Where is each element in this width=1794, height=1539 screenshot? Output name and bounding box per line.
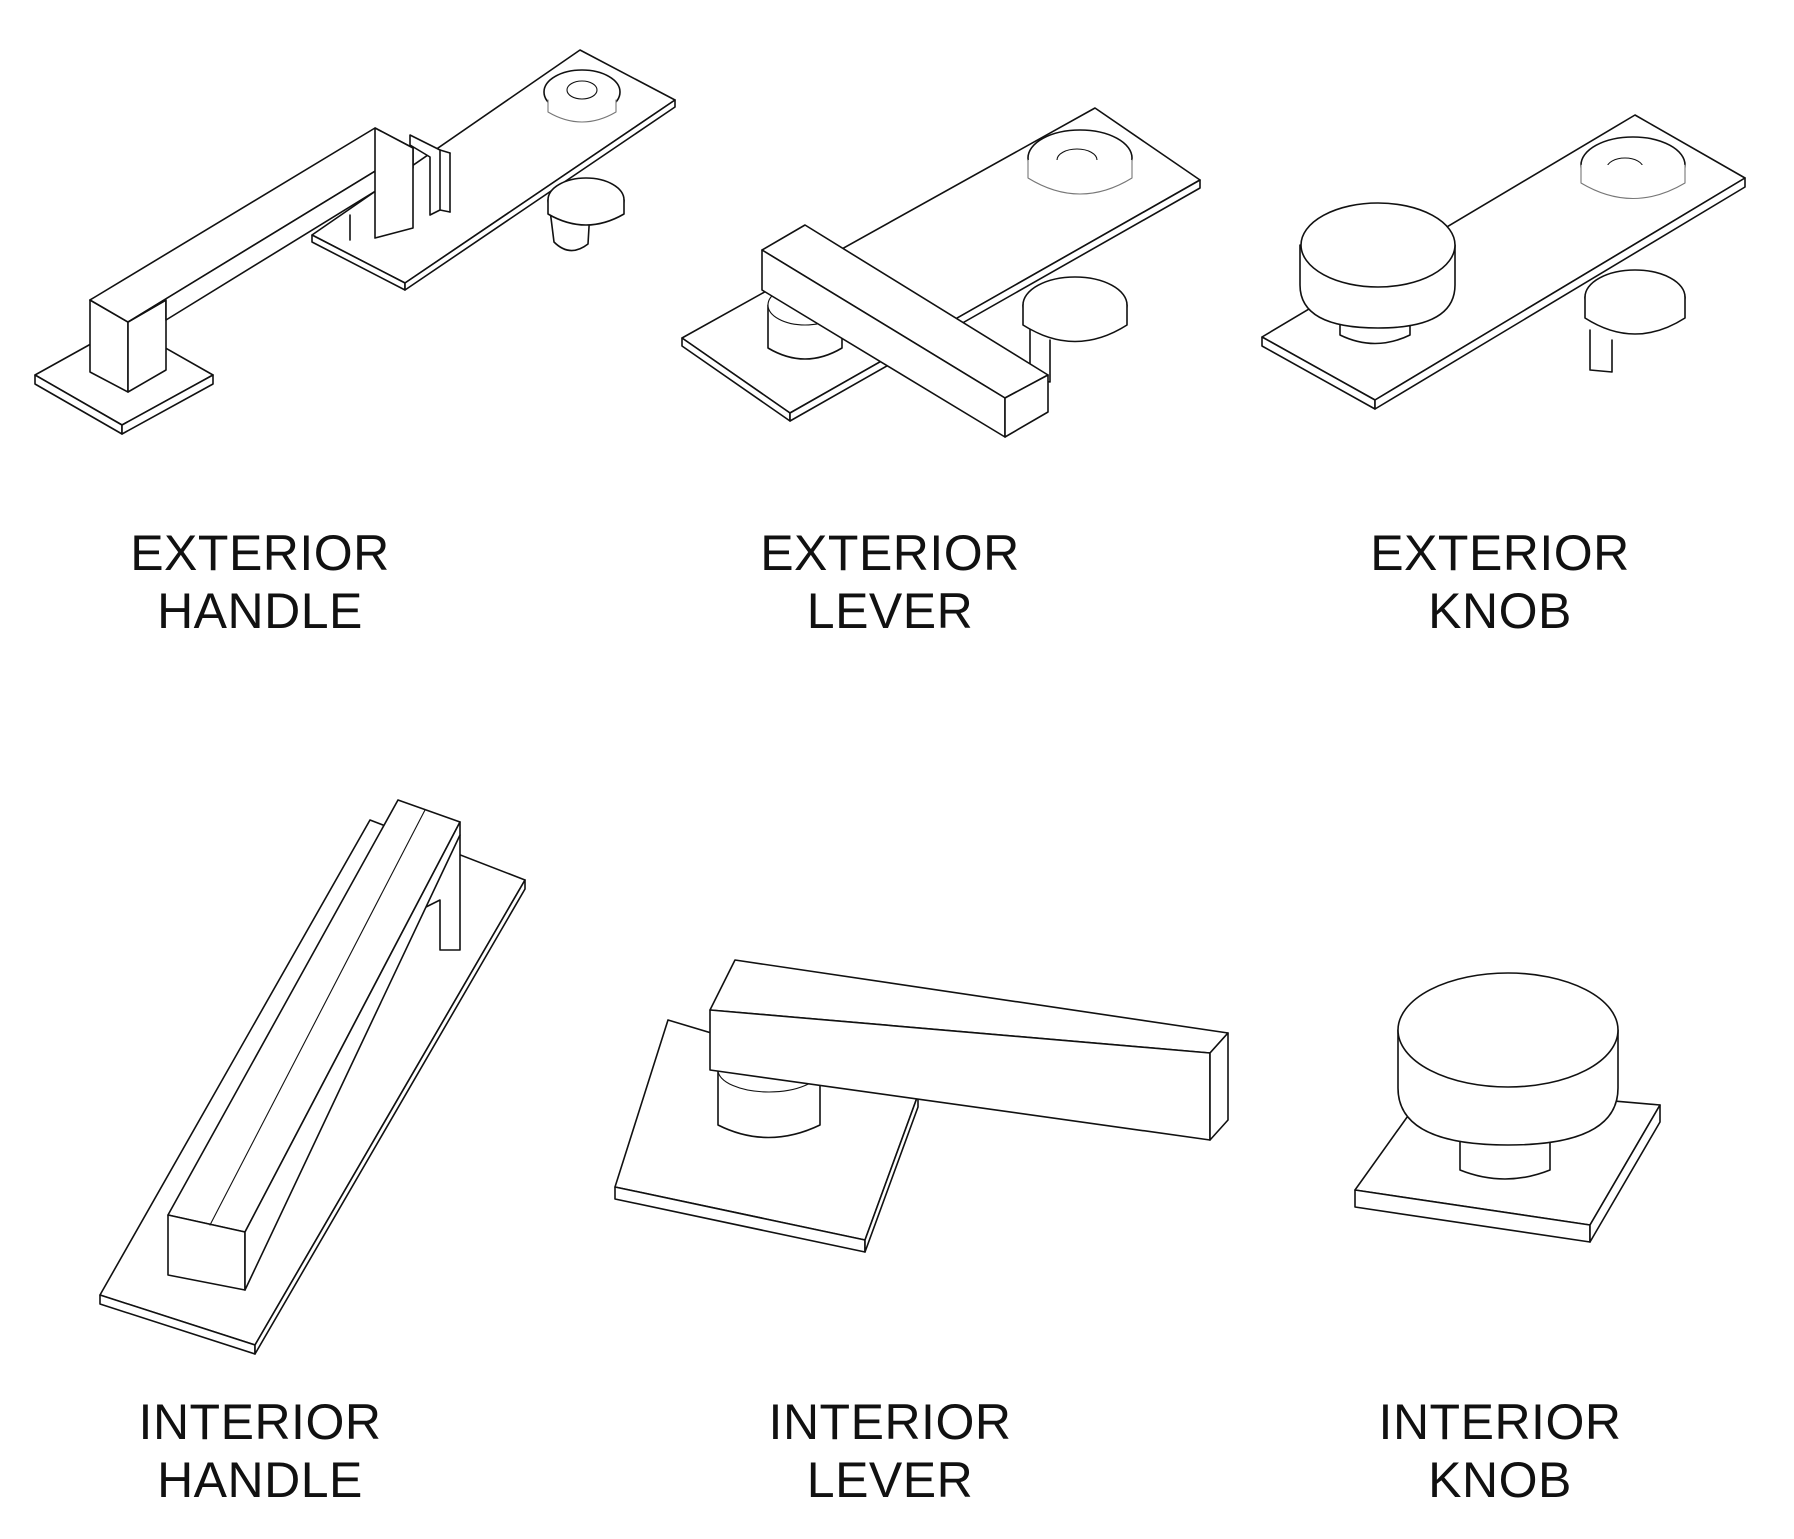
exterior-knob-icon [1261, 114, 1746, 410]
caption-line-1: EXTERIOR [130, 525, 390, 581]
caption-line-1: INTERIOR [138, 1394, 382, 1450]
caption-line-2: HANDLE [157, 583, 363, 639]
caption-line-1: INTERIOR [1378, 1394, 1622, 1450]
caption-interior-knob: INTERIOR KNOB [1320, 1393, 1680, 1509]
caption-line-2: LEVER [806, 1452, 974, 1508]
interior-handle-icon [99, 799, 526, 1355]
caption-interior-lever: INTERIOR LEVER [710, 1393, 1070, 1509]
caption-line-2: HANDLE [157, 1452, 363, 1508]
interior-lever-icon [614, 959, 1229, 1253]
interior-knob-icon [1354, 972, 1661, 1243]
caption-interior-handle: INTERIOR HANDLE [80, 1393, 440, 1509]
caption-line-1: EXTERIOR [1370, 525, 1630, 581]
caption-line-2: KNOB [1428, 1452, 1572, 1508]
caption-exterior-knob: EXTERIOR KNOB [1320, 524, 1680, 640]
caption-exterior-handle: EXTERIOR HANDLE [80, 524, 440, 640]
caption-line-1: INTERIOR [768, 1394, 1012, 1450]
caption-exterior-lever: EXTERIOR LEVER [710, 524, 1070, 640]
caption-line-2: LEVER [806, 583, 974, 639]
caption-line-1: EXTERIOR [760, 525, 1020, 581]
exterior-lever-icon [681, 107, 1201, 438]
caption-line-2: KNOB [1428, 583, 1572, 639]
exterior-handle-icon [34, 49, 676, 435]
